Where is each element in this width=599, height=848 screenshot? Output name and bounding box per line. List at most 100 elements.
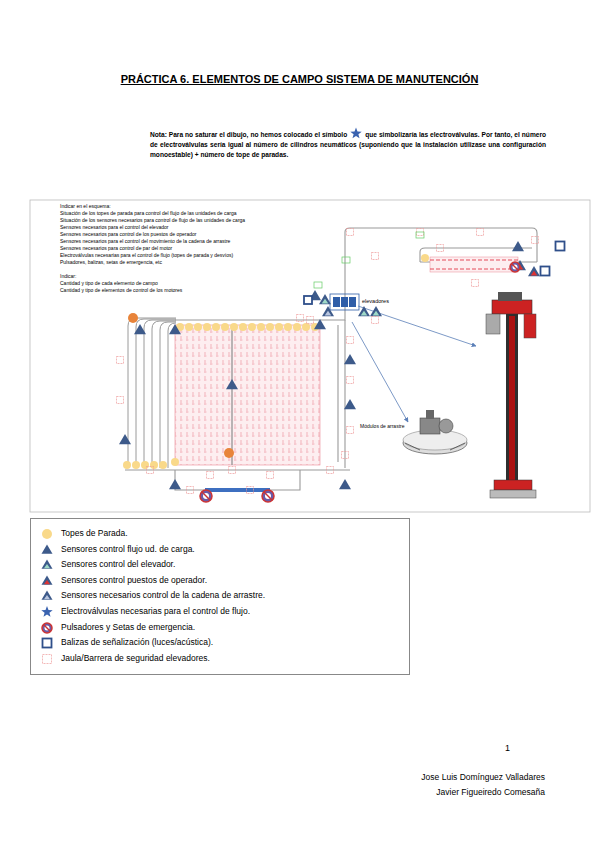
sensor-triangle (373, 311, 380, 316)
instruction-text: Sensores necesarios para el control del … (60, 239, 230, 245)
safety-cage (187, 487, 194, 494)
stop-point (194, 323, 202, 331)
sensor-triangle (169, 479, 181, 489)
stop-point (185, 323, 193, 331)
legend-symbol (42, 591, 53, 600)
legend-row: Electroválvulas necesarias para el contr… (31, 605, 401, 619)
legend-text: Pulsadores y Setas de emergencia. (61, 622, 195, 632)
instruction-text: Cantidad y tipo de elementos de control … (60, 288, 182, 294)
sensor-triangle (319, 294, 331, 304)
drag-module-figure (439, 419, 453, 433)
drag-module-figure (420, 418, 440, 434)
note-text: Nota: Para no saturar el dibujo, no hemo… (150, 127, 546, 160)
legend-symbol (42, 529, 52, 539)
instruction-text: Cantidad y tipo de cada elemento de camp… (60, 281, 158, 287)
stop-point (230, 323, 238, 331)
elevator-figure (524, 314, 536, 338)
valve-box (342, 257, 350, 263)
operator-rail (430, 269, 518, 270)
legend-symbol (43, 639, 52, 648)
field-element (117, 229, 565, 503)
elevator-block (341, 297, 348, 307)
legend-symbol (41, 621, 55, 635)
drag-module-figure (403, 410, 467, 454)
conveyor-line (144, 320, 176, 468)
signal-beacon (541, 267, 550, 276)
safety-cage (347, 427, 354, 434)
safety-cage (472, 280, 479, 287)
motor-circle (128, 313, 234, 458)
stop-point (266, 323, 274, 331)
stop-point (293, 323, 301, 331)
safety-cage (437, 245, 444, 252)
safety-cage (342, 452, 349, 459)
conveyor-line (125, 469, 350, 470)
conveyor-belt (205, 488, 270, 492)
conveyor-line (345, 228, 537, 300)
safety-cage (117, 397, 124, 404)
safety-cage (477, 229, 484, 236)
legend-symbol (41, 589, 55, 603)
safety-cage (229, 467, 236, 474)
conveyor-line (344, 320, 345, 468)
sensor-triangle (134, 324, 146, 334)
sensor-triangle (314, 319, 326, 329)
sensor-triangle (169, 324, 181, 334)
storage-rack (175, 325, 320, 465)
instruction-text: Sensores necesarios para control de los … (60, 232, 196, 238)
leader-arrow (352, 306, 476, 422)
emergency-stop (202, 492, 210, 500)
safety-cage (147, 467, 154, 474)
elevator-figure (486, 292, 536, 498)
operator-rail (430, 257, 518, 272)
safety-cage (247, 487, 254, 494)
sensor-triangle (361, 311, 368, 316)
safety-cage (327, 467, 334, 474)
stop-point (257, 323, 265, 331)
sensor-triangle (339, 479, 351, 489)
legend-text: Sensores necesarios control de la cadena… (61, 590, 265, 600)
safety-cage (307, 317, 314, 324)
emergency-stop (512, 264, 519, 271)
instruction-text: Situación de los sensores necesarios par… (60, 218, 245, 224)
leader-arrow (358, 306, 476, 346)
sensor-triangle (512, 241, 524, 251)
legend-symbol (45, 625, 50, 630)
sensor-triangle (322, 299, 329, 304)
sensor-triangle (325, 311, 332, 316)
signal-beacon (556, 242, 565, 251)
safety-cage (532, 237, 539, 244)
conveyor-line (160, 322, 176, 468)
elevator-block (333, 297, 340, 307)
sensor-triangle (528, 266, 540, 276)
instruction-text: Indicar en el esquema: (60, 204, 111, 210)
safety-cage (267, 472, 274, 479)
author-name: Jose Luis Domínguez Valladares (345, 773, 545, 783)
stop-point (421, 254, 429, 262)
operator-rail (430, 257, 518, 272)
stop-point (203, 323, 211, 331)
sensor-triangle (531, 271, 538, 276)
legend-text: Balizas de señalización (luces/acústica)… (61, 637, 213, 647)
legend-symbol (43, 654, 52, 663)
legend-text: Sensores control puestos de operador. (61, 575, 207, 585)
stop-point (132, 461, 140, 469)
stop-point (275, 323, 283, 331)
instruction-text: Situación de los topes de parada para co… (60, 211, 237, 217)
sensor-triangle (344, 354, 356, 364)
stop-point (123, 254, 429, 469)
legend-text: Sensores control del elevador. (61, 559, 175, 569)
legend-row: Jaula/Barrera de seguridad elevadores. (31, 652, 401, 666)
sensor-triangle (119, 241, 540, 489)
valve-box (416, 232, 424, 238)
legend-row: Sensores control del elevador. (31, 558, 401, 572)
signal-beacon (304, 296, 312, 304)
stop-point (150, 461, 158, 469)
elevator-figure (506, 310, 518, 496)
legend-symbol (41, 606, 52, 617)
emergency-stop (513, 265, 518, 270)
safety-cage (207, 472, 214, 479)
conveyor-line (231, 325, 232, 465)
valve-box (314, 232, 424, 288)
